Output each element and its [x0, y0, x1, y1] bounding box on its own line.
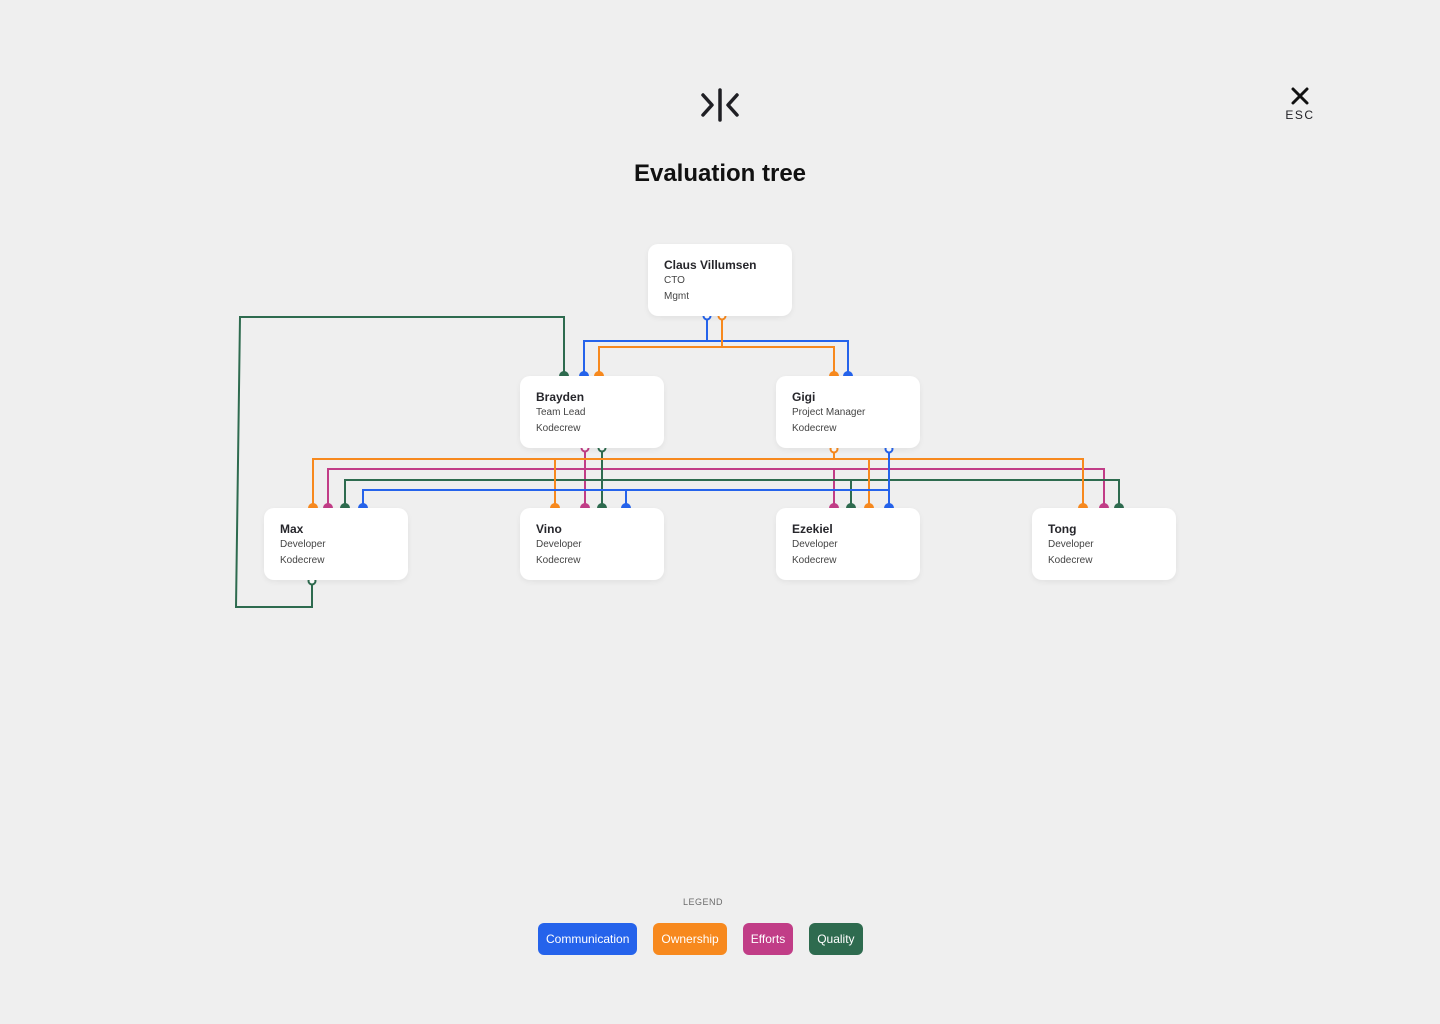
edge-claus-gigi-communication	[707, 340, 849, 376]
person-role: Developer	[536, 539, 582, 550]
person-role: Team Lead	[536, 407, 586, 418]
edge-gigi-tong-ownership	[869, 458, 1084, 508]
evaluation-tree	[234, 311, 1124, 608]
person-card-claus[interactable]: Claus Villumsen CTO Mgmt	[648, 244, 792, 316]
person-card-max[interactable]: Max Developer Kodecrew	[264, 508, 408, 580]
connector-markers	[307, 311, 1124, 586]
legend-title: LEGEND	[682, 897, 723, 907]
edge-brayden-ezekiel-quality	[602, 479, 852, 508]
legend: Communication Ownership Efforts Quality	[538, 923, 863, 955]
page-title: Evaluation tree	[633, 160, 807, 187]
person-name: Max	[280, 522, 304, 536]
edge-brayden-tong-efforts	[834, 468, 1105, 508]
edge-claus-brayden-ownership	[598, 316, 723, 376]
edge-claus-gigi-ownership	[722, 346, 835, 376]
person-team: Kodecrew	[536, 423, 581, 434]
close-label: ESC	[1285, 108, 1315, 122]
person-team: Kodecrew	[792, 555, 837, 566]
legend-chip-efforts[interactable]: Efforts	[742, 923, 794, 955]
person-card-vino[interactable]: Vino Developer Kodecrew	[520, 508, 664, 580]
person-team: Kodecrew	[792, 423, 837, 434]
person-role: Developer	[792, 539, 838, 550]
person-role: CTO	[664, 275, 685, 286]
person-name: Gigi	[792, 390, 816, 404]
person-role: Developer	[1048, 539, 1094, 550]
close-button[interactable]: ESC	[1280, 86, 1320, 128]
person-card-ezekiel[interactable]: Ezekiel Developer Kodecrew	[776, 508, 920, 580]
person-name: Ezekiel	[792, 522, 833, 536]
person-role: Developer	[280, 539, 326, 550]
edge-brayden-tong-quality	[851, 479, 1120, 508]
legend-chip-communication[interactable]: Communication	[538, 923, 638, 955]
person-card-tong[interactable]: Tong Developer Kodecrew	[1032, 508, 1176, 580]
person-team: Kodecrew	[280, 555, 325, 566]
person-name: Claus Villumsen	[664, 258, 757, 272]
person-role: Project Manager	[792, 407, 866, 418]
person-card-brayden[interactable]: Brayden Team Lead Kodecrew	[520, 376, 664, 448]
edge-claus-brayden-communication	[583, 316, 708, 376]
legend-chip-quality[interactable]: Quality	[809, 923, 863, 955]
connector-lines	[234, 316, 1120, 608]
legend-chip-ownership[interactable]: Ownership	[653, 923, 727, 955]
person-name: Brayden	[536, 390, 585, 404]
person-team: Mgmt	[664, 291, 689, 302]
person-card-gigi[interactable]: Gigi Project Manager Kodecrew	[776, 376, 920, 448]
person-team: Kodecrew	[536, 555, 581, 566]
person-team: Kodecrew	[1048, 555, 1093, 566]
person-name: Vino	[536, 522, 562, 536]
kodecrew-logo-icon	[701, 88, 739, 122]
edge-brayden-ezekiel-efforts	[585, 468, 835, 508]
edge-gigi-max-ownership	[312, 450, 835, 508]
person-name: Tong	[1048, 522, 1077, 536]
edge-brayden-max-quality	[344, 448, 603, 508]
edge-brayden-max-efforts	[327, 448, 586, 508]
edge-gigi-max-communication	[362, 489, 889, 508]
edge-max-brayden-quality	[234, 316, 565, 608]
close-icon	[1291, 87, 1309, 105]
